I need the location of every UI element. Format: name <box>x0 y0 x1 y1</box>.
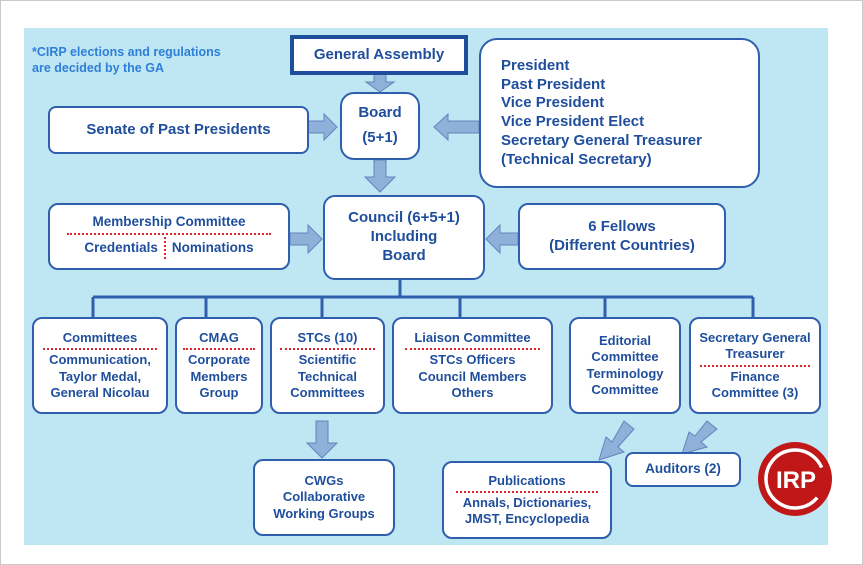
arrow-ga-to-board <box>364 73 396 93</box>
auditors-label: Auditors (2) <box>645 461 721 477</box>
secretary-general-box: Secretary General Treasurer Finance Comm… <box>689 317 821 414</box>
membership-title: Membership Committee <box>92 214 246 230</box>
arrow-senate-to-board <box>307 112 338 142</box>
board-count: (5+1) <box>362 129 398 146</box>
cmag-item-members: Members <box>190 368 248 384</box>
fellows-box: 6 Fellows (Different Countries) <box>518 203 726 270</box>
editorial-line-3: Terminology <box>586 365 664 381</box>
officer-vice-president-elect: Vice President Elect <box>501 113 645 130</box>
cmag-item-corporate: Corporate <box>187 352 251 368</box>
stcs-box: STCs (10) Scientific Technical Committee… <box>270 317 385 414</box>
general-assembly-box: General Assembly <box>290 35 468 75</box>
council-label: Council (6+5+1) <box>348 209 460 227</box>
board-label: Board <box>358 104 402 122</box>
arrow-board-to-council <box>363 159 397 193</box>
membership-credentials: Credentials <box>84 239 158 255</box>
membership-separator <box>66 232 272 235</box>
senate-label: Senate of Past Presidents <box>86 120 271 138</box>
liaison-committee-box: Liaison Committee STCs Officers Council … <box>392 317 553 414</box>
stcs-item-committees: Committees <box>290 384 365 400</box>
elections-note: *CIRP elections and regulations are deci… <box>32 45 282 76</box>
arrow-officers-to-board <box>433 112 480 142</box>
cmag-title: CMAG <box>199 330 239 345</box>
stcs-item-scientific: Scientific <box>298 352 357 368</box>
secretary-title-line-2: Treasurer <box>725 346 785 362</box>
editorial-line-1: Editorial <box>598 333 651 348</box>
senate-box: Senate of Past Presidents <box>48 106 309 154</box>
cmag-box: CMAG Corporate Members Group <box>175 317 263 414</box>
stcs-item-technical: Technical <box>297 368 357 384</box>
auditors-box: Auditors (2) <box>625 452 741 487</box>
cwgs-box: CWGs Collaborative Working Groups <box>253 459 395 536</box>
cirp-logo-icon: IRP <box>758 442 832 516</box>
arrow-stcs-to-cwgs <box>305 420 339 459</box>
editorial-line-4: Committee <box>591 381 659 397</box>
publications-box: Publications Annals, Dictionaries, JMST,… <box>442 461 612 539</box>
note-line-2: are decided by the GA <box>32 60 164 75</box>
officer-vice-president: Vice President <box>501 94 605 112</box>
arrow-fellows-to-council <box>485 223 519 255</box>
council-including: Including <box>370 228 438 246</box>
board-box: Board (5+1) <box>340 92 420 160</box>
membership-divider <box>163 236 166 259</box>
editorial-committee-box: Editorial Committee Terminology Committe… <box>569 317 681 414</box>
membership-committee-box: Membership Committee Credentials Nominat… <box>48 203 290 270</box>
publications-title: Publications <box>488 472 566 488</box>
secretary-title-line-1: Secretary General <box>699 330 811 345</box>
publications-item-jmst: JMST, Encyclopedia <box>464 511 590 527</box>
fellows-countries: (Different Countries) <box>549 236 695 254</box>
liaison-separator <box>404 348 540 351</box>
stcs-title: STCs (10) <box>297 330 358 345</box>
secretary-item-finance: Finance <box>730 368 780 384</box>
secretary-separator <box>699 364 811 367</box>
note-line-1: *CIRP elections and regulations <box>32 45 221 59</box>
committees-item-communication: Communication, <box>49 352 151 368</box>
cwgs-line-collaborative: Collaborative <box>282 489 366 505</box>
general-assembly-label: General Assembly <box>313 45 445 63</box>
committees-box: Committees Communication, Taylor Medal, … <box>32 317 168 414</box>
logo-text: IRP <box>776 467 816 494</box>
liaison-item-others: Others <box>451 384 494 400</box>
officer-president: President <box>501 56 570 74</box>
org-chart-canvas: *CIRP elections and regulations are deci… <box>24 28 832 545</box>
officer-past-president: Past President <box>501 75 606 93</box>
officer-technical-secretary: (Technical Secretary) <box>501 150 652 168</box>
publications-item-annals: Annals, Dictionaries, <box>462 494 592 510</box>
officer-secretary-general-treasurer: Secretary General Treasurer <box>501 131 702 149</box>
secretary-item-committee: Committee (3) <box>711 384 799 400</box>
committees-title: Committees <box>62 330 138 345</box>
committees-separator <box>43 348 157 351</box>
committees-item-general-nicolau: General Nicolau <box>50 384 150 400</box>
stcs-separator <box>279 348 376 351</box>
liaison-title: Liaison Committee <box>414 330 531 345</box>
liaison-item-stcs-officers: STCs Officers <box>429 352 516 368</box>
cwgs-title: CWGs <box>304 473 344 489</box>
arrow-secretary-to-auditors <box>681 420 718 455</box>
arrow-membership-to-council <box>289 223 323 255</box>
council-box: Council (6+5+1) Including Board <box>323 195 485 280</box>
publications-separator <box>455 490 599 493</box>
cmag-item-group: Group <box>199 384 239 400</box>
committees-item-taylor-medal: Taylor Medal, <box>58 368 142 384</box>
cmag-separator <box>182 348 256 351</box>
fellows-label: 6 Fellows <box>588 217 656 235</box>
cwgs-line-working-groups: Working Groups <box>273 505 375 521</box>
membership-subcommittees: Credentials Nominations <box>50 236 288 259</box>
membership-nominations: Nominations <box>171 239 254 255</box>
editorial-line-2: Committee <box>591 349 659 365</box>
officers-box: President Past President Vice President … <box>479 38 760 188</box>
liaison-item-council-members: Council Members <box>418 368 527 384</box>
council-board: Board <box>382 246 426 264</box>
